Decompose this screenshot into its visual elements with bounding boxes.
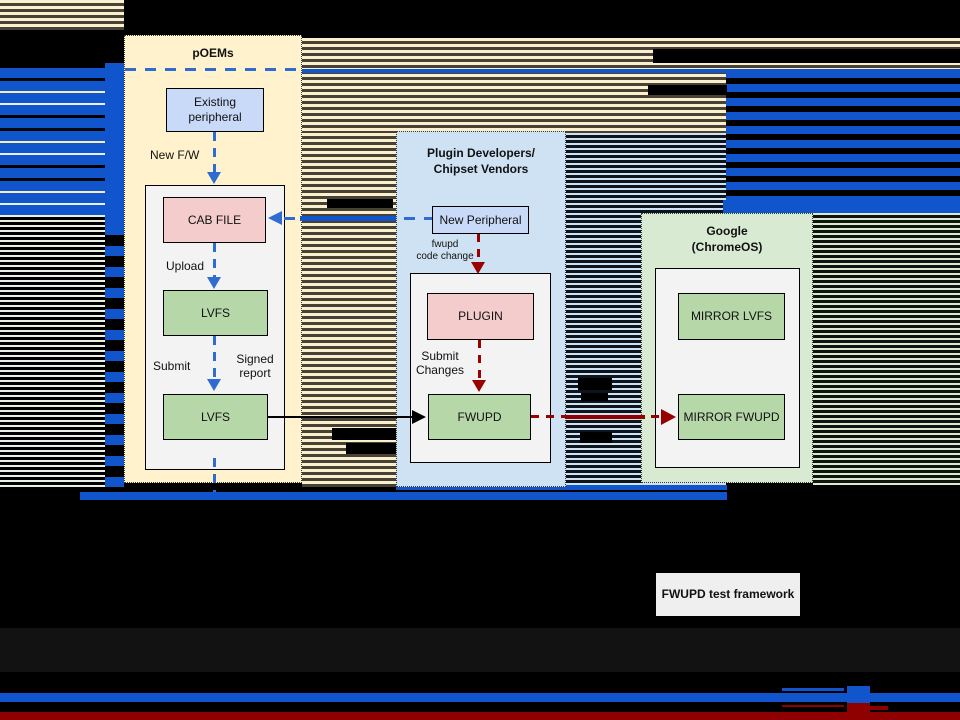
node-cab-file: CAB FILE — [163, 197, 266, 243]
glitch-stripes-green-right — [813, 213, 960, 485]
edge-newfw-arrowhead — [207, 172, 221, 184]
label-upload: Upload — [166, 259, 205, 273]
edge-codechange-arrowhead — [471, 262, 485, 274]
glitch-blue-thin-line — [782, 688, 844, 691]
poems-divider-dashed-line — [125, 68, 303, 71]
glitch-blue-band-bottom — [0, 693, 960, 702]
edge-lvfs-fwupd-line — [268, 416, 414, 418]
glitch-stripes-light-left — [0, 215, 105, 490]
edge-poems-tail-line — [213, 458, 216, 492]
group-google-title: Google (ChromeOS) — [691, 224, 763, 254]
node-fwupd-test-framework: FWUPD test framework — [656, 573, 800, 616]
glitch-blue-column — [105, 63, 124, 225]
redaction-bar — [648, 85, 727, 95]
group-poems-title: pOEMs — [192, 46, 234, 60]
edge-newperipheral-cab-arrowhead — [268, 211, 282, 225]
node-fwupd: FWUPD — [428, 394, 531, 440]
glitch-blue-column-dashed — [105, 225, 124, 495]
edge-lvfs-fwupd-arrowhead — [412, 410, 426, 424]
glitch-red-band-bottom — [0, 712, 960, 720]
redaction-bar — [581, 393, 608, 401]
glitch-stripes-blue-right — [726, 70, 960, 213]
glitch-stripes-tan-top-left — [0, 0, 124, 30]
glitch-stripes-blue-left — [0, 68, 105, 215]
group-plugin-vendors-title: Plugin Developers/ Chipset Vendors — [426, 146, 536, 176]
node-lvfs-lower: LVFS — [163, 394, 268, 440]
redaction-bar — [346, 443, 397, 454]
redaction-bar — [580, 432, 612, 443]
edge-upload-line — [213, 243, 216, 279]
node-mirror-fwupd: MIRROR FWUPD — [678, 394, 785, 440]
label-submit-changes: Submit Changes — [415, 349, 465, 378]
glitch-blue-band-a — [396, 485, 727, 490]
node-existing-peripheral: Existing peripheral — [166, 88, 264, 132]
label-new-fw: New F/W — [150, 148, 200, 162]
edge-submit-line — [213, 336, 216, 381]
glitch-red-thin-line — [782, 705, 844, 707]
edge-codechange-line — [477, 234, 480, 264]
redaction-bar — [578, 378, 612, 390]
edge-newperipheral-cab-glitch-solid — [300, 216, 396, 221]
edge-submitchanges-arrowhead — [472, 380, 486, 392]
glitch-dark-gray-band — [0, 628, 960, 672]
label-fwupd-code-change: fwupd code change — [416, 239, 474, 262]
glitch-red-segment — [870, 706, 888, 710]
glitch-blue-line-top — [302, 69, 960, 73]
edge-submitchanges-line — [478, 340, 481, 382]
edge-upload-arrowhead — [207, 277, 221, 289]
node-lvfs-upper: LVFS — [163, 290, 268, 336]
glitch-blue-band-top-right — [723, 200, 960, 213]
redaction-bar — [653, 49, 960, 63]
edge-submit-arrowhead — [207, 379, 221, 391]
node-plugin: PLUGIN — [427, 293, 534, 340]
node-mirror-lvfs: MIRROR LVFS — [678, 293, 785, 340]
edge-fwupd-mirror-arrowhead — [661, 409, 676, 425]
glitch-red-block — [847, 703, 870, 713]
glitch-blue-band-b — [80, 492, 727, 500]
label-signed-report: Signed report — [236, 352, 274, 381]
redaction-bar — [327, 199, 393, 208]
node-new-peripheral: New Peripheral — [432, 206, 529, 234]
edge-newfw-line — [213, 132, 216, 174]
label-submit: Submit — [153, 359, 191, 373]
redaction-bar — [332, 428, 397, 440]
edge-fwupd-mirror-glitch-solid — [565, 415, 645, 419]
